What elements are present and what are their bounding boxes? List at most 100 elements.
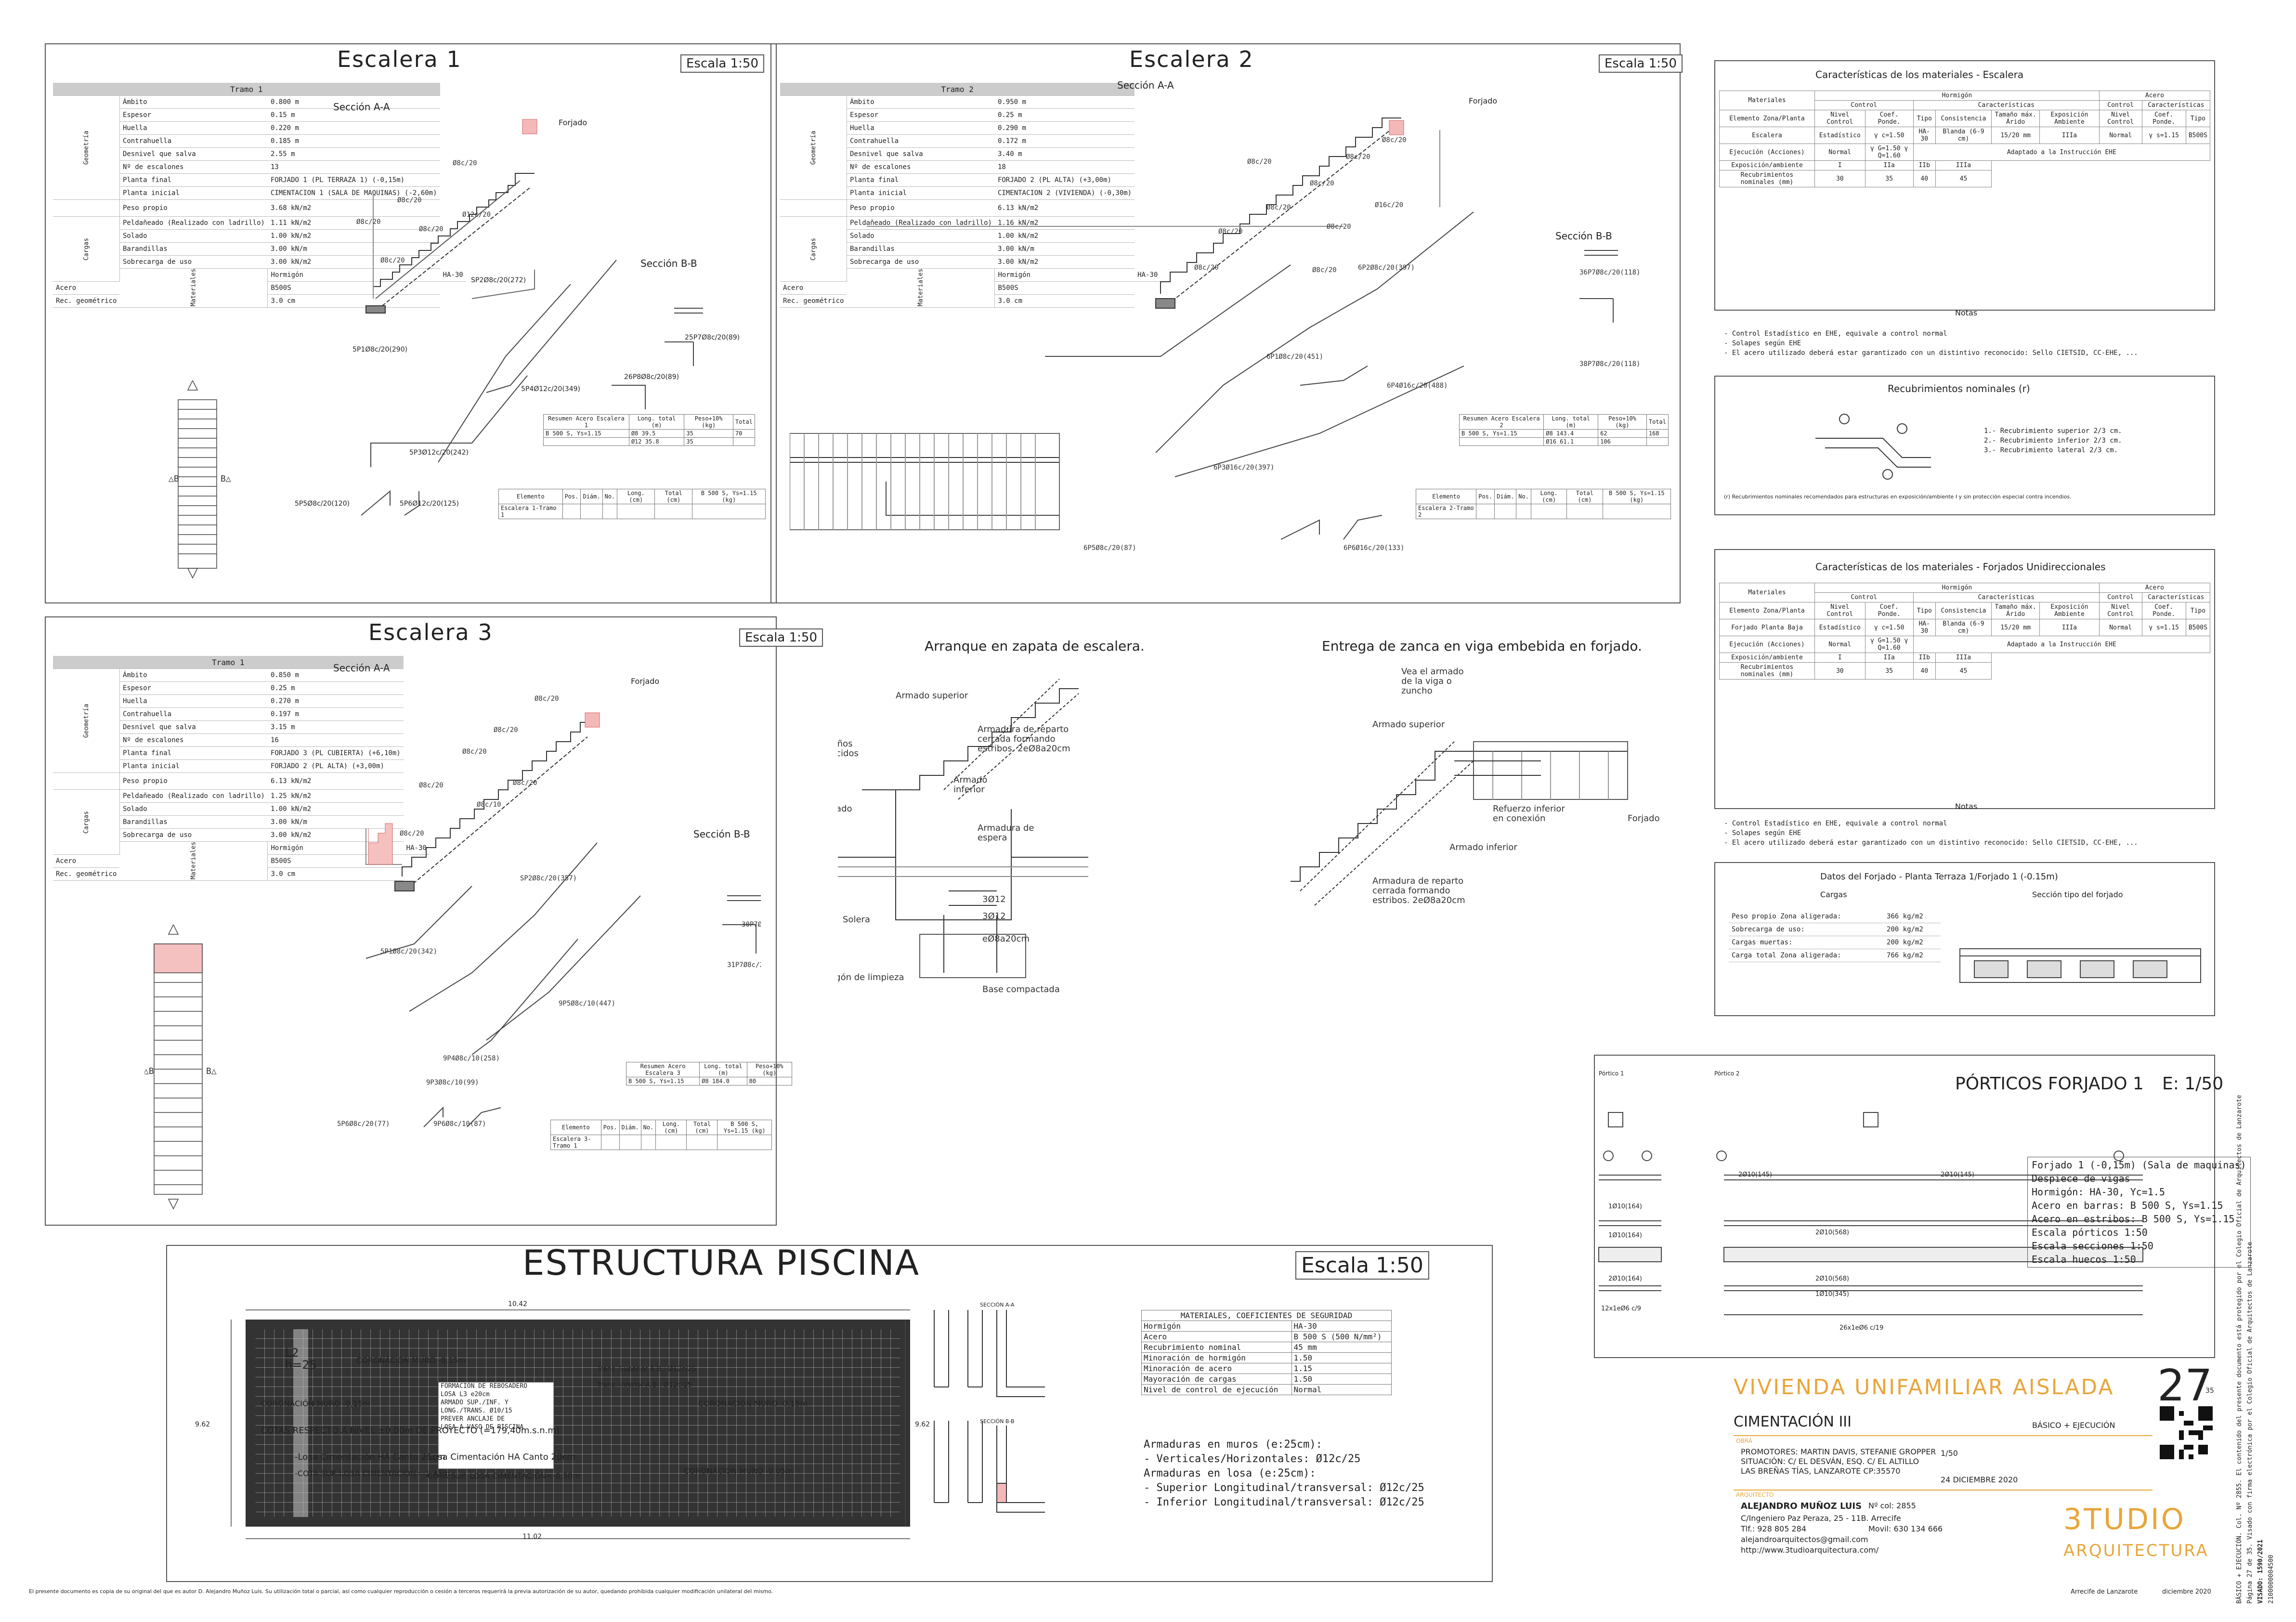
svg-text:36P7Ø8c/20(118): 36P7Ø8c/20(118) [1579,269,1640,276]
text-line: - Control Estadístico en EHE, equivale a… [1724,820,1947,827]
table-cell: Ø8 184.0 [699,1077,747,1086]
recub-foot: (r) Recubrimientos nominales recomendado… [1724,494,2072,500]
svg-text:6P5Ø8c/20(87): 6P5Ø8c/20(87) [1083,544,1136,552]
svg-text:Ø8c/20: Ø8c/20 [1266,204,1291,211]
table-row: Escalera 2-Tramo 2 [1415,504,1671,519]
table-cell: B 500 S, Ys=1.15 (kg) [1602,489,1671,504]
text-line: - Solapes según EHE [1724,829,1801,837]
text-line: Despiece de vigas [2032,1173,2130,1184]
table-cell: Peldañeado (Realizado con ladrillo) [119,216,268,230]
svg-text:Vea el armado: Vea el armado [1401,667,1464,677]
table-cell: Tipo [2185,602,2211,619]
table-cell: Peso propio [847,199,995,217]
stair1-bar-label: 26P8Ø8c/20(89) [624,373,679,381]
table-cell: Acero [780,281,847,295]
pool-dim: 9.62 [195,1421,210,1428]
stair1-bar-label: 5P3Ø12c/20(242) [409,449,469,457]
table-cell [686,1135,718,1150]
svg-text:Ø8c/20: Ø8c/20 [400,830,424,837]
table-cell: γ c=1.50 [1865,619,1914,636]
table-cell [692,504,766,519]
table-cell: Normal [1814,144,1866,161]
table-cell: Long. total (m) [699,1062,747,1077]
table-cell: Acero [53,281,120,295]
direccion: C/Ingeniero Paz Peraza, 25 - 11B. Arreci… [1741,1514,1901,1523]
table-cell: Normal [2099,127,2142,144]
svg-text:Ø8c/20: Ø8c/20 [1312,266,1337,274]
text-line: - Verticales/Horizontales: Ø12c/25 [1144,1453,1361,1465]
table-cell: Ø8 143.4 [1543,429,1599,438]
recub-list: 1.- Recubrimiento superior 2/3 cm.2.- Re… [1984,426,2122,455]
svg-text:Ø8c/10: Ø8c/10 [477,801,501,809]
stair1-scale: Escala 1:50 [680,54,765,73]
table-cell: 1.50 [1291,1373,1392,1385]
table-cell: Long. total (m) [1543,414,1599,430]
table-cell: 1.25 kN/m2 [267,789,404,803]
table-cell: Peso+10% (kg) [1598,414,1647,430]
email-link[interactable]: alejandroarquitectos@gmail.com [1741,1535,1868,1544]
table-cell: Cargas muertas: [1729,936,1884,949]
svg-text:31P7Ø8c/20(108): 31P7Ø8c/20(108) [727,961,761,969]
svg-text:5P6Ø8c/20(77): 5P6Ø8c/20(77) [337,1120,390,1128]
svg-text:B△: B△ [206,1066,217,1076]
table-cell: Minoración de hormigón [1141,1352,1292,1363]
pool-label: Trans. Inferior A.B.: Ø12c/25 [597,1381,692,1389]
table-cell: HA-30 [1913,127,1936,144]
table-cell: 70 [732,429,756,438]
materials2-title: Características de los materiales - Forj… [1815,561,2106,573]
table-cell: Peldañeado (Realizado con ladrillo) [847,216,995,230]
table-cell: Contrahuella [119,707,268,721]
table-cell [732,437,756,446]
svg-text:Ø8c/20: Ø8c/20 [397,196,422,204]
text-line: Escala pórticos 1:50 [2032,1227,2148,1238]
table-cell: Coef. Ponde. [2141,110,2186,127]
table-cell: Sobrecarga de uso [119,828,268,842]
web-link[interactable]: http://www.3tudioarquitectura.com/ [1741,1545,1879,1555]
materials1-title: Características de los materiales - Esca… [1815,69,2024,80]
text-line: Acero en estribos: B 500 S, Ys=1.15 [2032,1213,2235,1225]
logo: 3TUDIO [2063,1503,2186,1536]
porticos-title: PÓRTICOS FORJADO 1 [1955,1074,2144,1094]
svg-text:de la viga o: de la viga o [1401,676,1452,686]
text-line: 1.- Recubrimiento superior 2/3 cm. [1984,427,2122,435]
table-cell: Mayoración de cargas [1141,1373,1292,1385]
table-cell: Hormigón [267,268,440,282]
svg-text:Armadura de reparto: Armadura de reparto [978,724,1069,734]
table-cell: 35 [684,429,733,438]
svg-text:SP2Ø8c/20(357): SP2Ø8c/20(357) [520,875,577,882]
table-cell: 35 [1865,170,1914,187]
table-cell: 0.25 m [994,108,1135,122]
pool-dim: 11.02 [522,1533,542,1541]
table-cell: 1.00 kN/m2 [267,229,440,243]
entrega-title: Entrega de zanca en viga embebida en for… [1322,638,1642,654]
table-cell: Control [2099,100,2142,110]
svg-text:Ø12c/20: Ø12c/20 [462,211,491,219]
svg-text:Solera: Solera [843,915,870,925]
table-cell: 3.0 cm [994,294,1135,308]
svg-text:Ø8c/20: Ø8c/20 [419,225,444,233]
pool-label: L2 [285,1346,299,1360]
table-cell: Diám. [1494,489,1517,504]
side-stamp: BÁSICO + EJECUCIÓN. Col. Nº 2855. El con… [2234,1093,2277,1604]
table-cell: FORJADO 3 (PL CUBIERTA) (+6,10m) [267,746,404,760]
table-cell: 18 [994,160,1135,174]
table-cell [1646,437,1669,446]
table-cell: Nº de escalones [119,733,268,747]
table-cell: Planta inicial [847,186,995,200]
